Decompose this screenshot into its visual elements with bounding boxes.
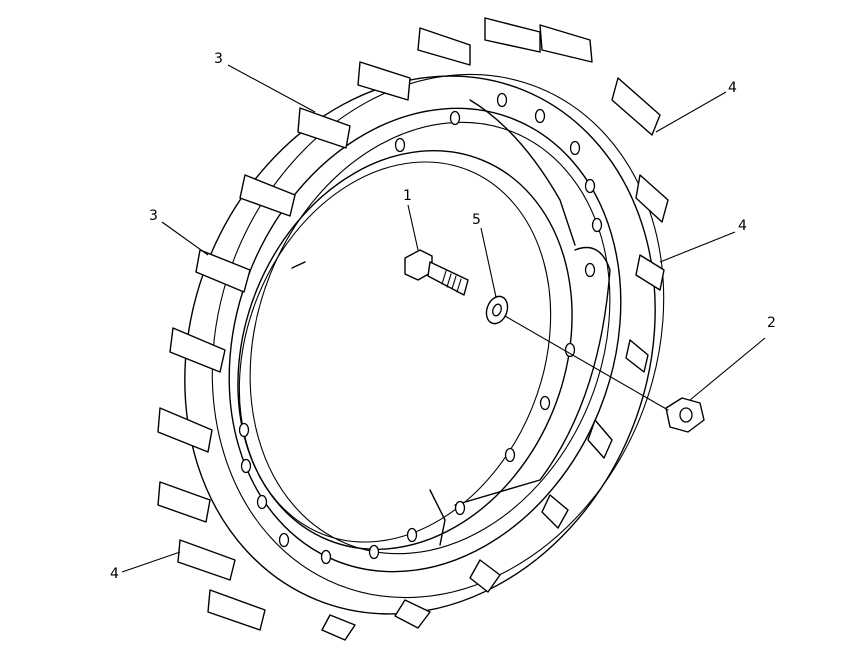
inner-bore-back bbox=[238, 161, 552, 543]
tooth bbox=[169, 327, 226, 373]
bolt-hole bbox=[454, 500, 466, 516]
bolt-hole bbox=[569, 140, 581, 156]
bolt-hole bbox=[534, 108, 546, 124]
bolt-hole bbox=[591, 217, 603, 233]
leader-3-left bbox=[161, 221, 209, 256]
tooth bbox=[417, 27, 471, 66]
callout-tooth-right-mid: 4 bbox=[738, 218, 747, 234]
bolt-hole bbox=[449, 110, 461, 126]
segment-split-upper bbox=[469, 99, 576, 246]
callout-tooth-right-upper: 4 bbox=[728, 80, 737, 96]
leader-2 bbox=[689, 337, 766, 401]
inner-bore-edge bbox=[237, 150, 573, 550]
tooth bbox=[177, 539, 236, 581]
washer-hole bbox=[492, 303, 502, 317]
tooth bbox=[625, 339, 649, 373]
nut bbox=[665, 397, 705, 433]
bolt-hole bbox=[584, 178, 596, 194]
tooth bbox=[157, 407, 213, 453]
tooth bbox=[484, 17, 541, 53]
tooth bbox=[635, 254, 665, 291]
leader-4-lower bbox=[121, 551, 181, 573]
bolt-thread bbox=[441, 270, 462, 293]
tooth bbox=[394, 599, 431, 629]
tooth bbox=[297, 107, 351, 149]
callout-segment-upper: 3 bbox=[214, 51, 223, 67]
tooth bbox=[321, 614, 356, 641]
callout-bolt: 1 bbox=[403, 188, 412, 204]
tooth bbox=[195, 249, 251, 293]
tooth bbox=[587, 419, 613, 459]
leader-5 bbox=[480, 227, 497, 298]
bolt-hole bbox=[584, 262, 596, 278]
washer bbox=[485, 295, 509, 325]
leader-4-mid bbox=[659, 231, 736, 263]
bolt-circle-inner bbox=[249, 121, 611, 555]
tooth bbox=[469, 559, 501, 593]
bolt-hole bbox=[256, 494, 268, 510]
bolt-hole bbox=[394, 137, 406, 153]
outer-rim-back bbox=[211, 73, 665, 599]
bolt-hole bbox=[278, 532, 290, 548]
tooth bbox=[541, 494, 569, 529]
bolt-hole bbox=[240, 458, 252, 474]
sprocket-teeth bbox=[157, 17, 669, 641]
callout-labels: 1 2 3 3 4 4 4 5 bbox=[110, 51, 776, 582]
nut-bore bbox=[679, 407, 693, 423]
bolt-hole bbox=[368, 544, 380, 560]
callout-tooth-left-lower: 4 bbox=[110, 566, 119, 582]
tooth bbox=[539, 24, 593, 63]
callout-nut: 2 bbox=[767, 315, 776, 331]
bolt-circle-outer bbox=[228, 107, 622, 573]
bolt-shank bbox=[427, 261, 469, 296]
leader-4-upper bbox=[655, 91, 727, 133]
callout-washer: 5 bbox=[472, 212, 481, 228]
bolt-hole bbox=[496, 92, 508, 108]
bolt-hole bbox=[564, 342, 576, 358]
bolt-hole bbox=[504, 447, 516, 463]
segment-split-lower bbox=[429, 489, 446, 546]
bolt-hole bbox=[238, 422, 250, 438]
tooth bbox=[157, 481, 211, 523]
assembly-axis bbox=[504, 315, 669, 411]
leader-3-upper bbox=[227, 64, 316, 113]
segment-split-right bbox=[454, 246, 611, 506]
tooth bbox=[357, 61, 411, 101]
bolt-hole bbox=[539, 395, 551, 411]
segment-split-left bbox=[291, 261, 306, 269]
leader-1 bbox=[407, 204, 419, 251]
tooth bbox=[239, 174, 296, 217]
tooth bbox=[611, 77, 661, 136]
bolt-hole bbox=[320, 549, 332, 565]
callout-segment-left: 3 bbox=[149, 208, 158, 224]
leader-lines bbox=[121, 64, 766, 573]
tooth bbox=[207, 589, 266, 631]
bolt-holes bbox=[238, 92, 603, 565]
sprocket-ring bbox=[184, 73, 665, 615]
tooth bbox=[635, 174, 669, 223]
bolt bbox=[404, 249, 469, 296]
bolt-hole bbox=[406, 527, 418, 543]
